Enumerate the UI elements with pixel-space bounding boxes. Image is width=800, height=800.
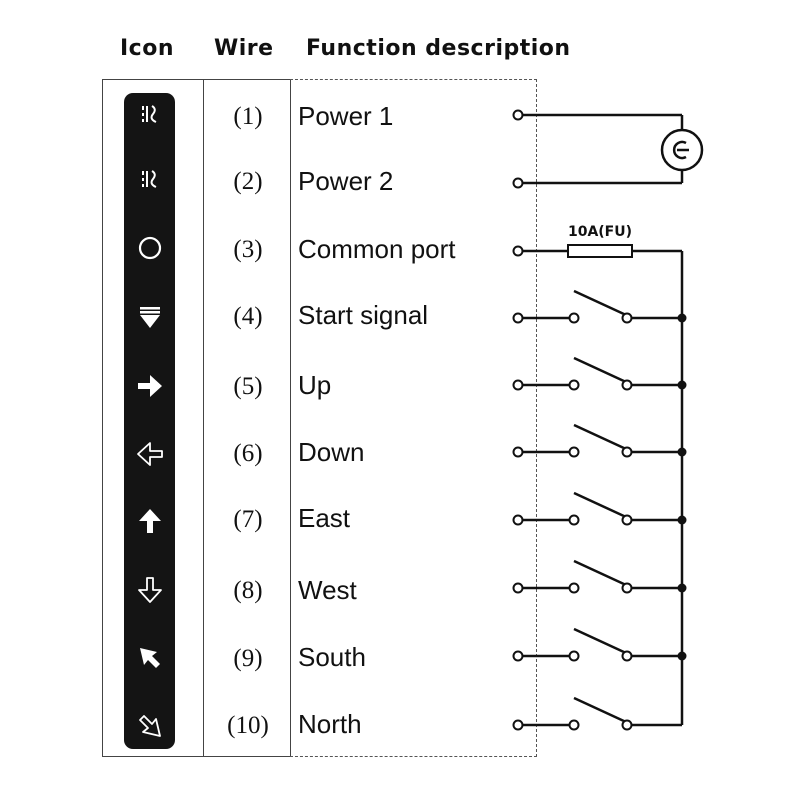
function-label: Down (298, 437, 365, 467)
wire-number: (8) (233, 577, 263, 604)
function-label: East (298, 503, 351, 533)
function-label: West (298, 575, 357, 605)
fuse-icon (567, 244, 633, 258)
switch-contact (512, 289, 687, 324)
start-icon (135, 302, 165, 332)
terminal-dot (512, 109, 524, 121)
function-label: South (298, 642, 366, 672)
switch-contact (512, 491, 687, 526)
arrow-down-outline-icon (135, 575, 165, 605)
fuse-label: 10A(FU) (568, 224, 632, 240)
wire-number: (6) (233, 440, 263, 467)
remote-button-strip (124, 93, 175, 749)
arrow-left-outline-icon (135, 439, 165, 469)
arrow-right-icon (135, 371, 165, 401)
function-column-box (290, 79, 537, 757)
function-column-header: Function description (306, 36, 571, 61)
function-label: Common port (298, 234, 456, 264)
power-icon (135, 164, 165, 194)
switch-contact (512, 356, 687, 391)
function-label: Power 2 (298, 166, 394, 196)
function-label: North (298, 709, 362, 739)
switch-contact (512, 559, 687, 594)
function-label: Up (298, 370, 332, 400)
terminal-dot (512, 245, 524, 257)
wire-column-header: Wire (214, 36, 274, 61)
wire-number: (10) (227, 712, 269, 739)
wire-number: (7) (233, 506, 263, 533)
arrow-down-right-outline-icon (135, 711, 165, 741)
terminal-dot (512, 177, 524, 189)
wire-number: (1) (233, 103, 263, 130)
icon-column-header: Icon (120, 36, 175, 61)
function-label: Start signal (298, 300, 429, 330)
wire-number: (9) (233, 645, 263, 672)
wire-number: (2) (233, 168, 263, 195)
arrow-up-left-icon (135, 643, 165, 673)
power-icon (135, 99, 165, 129)
power-supply-icon (660, 128, 704, 172)
wire-number: (3) (233, 236, 263, 263)
wire-number: (4) (233, 303, 263, 330)
wire-column-box (203, 79, 291, 757)
arrow-up-icon (135, 506, 165, 536)
switch-contact (512, 423, 687, 458)
function-label: Power 1 (298, 101, 394, 131)
circle-icon (135, 233, 165, 263)
switch-contact (512, 627, 687, 662)
switch-contact (512, 696, 682, 731)
wire-number: (5) (233, 373, 263, 400)
